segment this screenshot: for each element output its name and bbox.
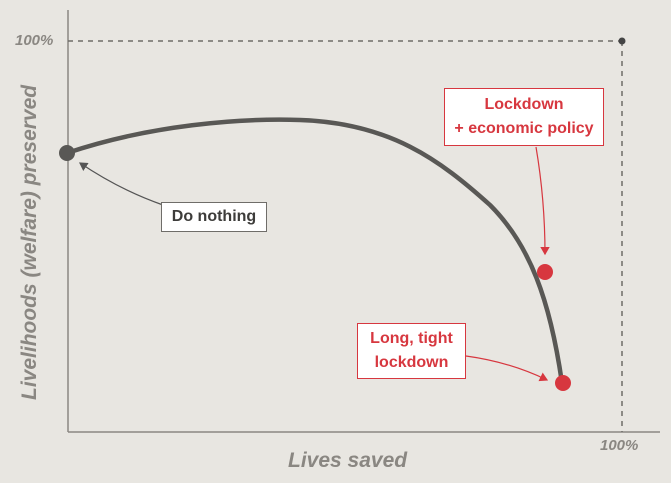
y-axis-label: Livelihoods (welfare) preserved bbox=[18, 84, 41, 400]
tight-lockdown-label: Long, tight lockdown bbox=[357, 323, 466, 379]
tight-lockdown-point bbox=[555, 375, 571, 391]
lockdown-policy-label: Lockdown + economic policy bbox=[444, 88, 604, 146]
lockdown-policy-point bbox=[537, 264, 553, 280]
do-nothing-point bbox=[59, 145, 75, 161]
x-axis-label: Lives saved bbox=[288, 449, 408, 472]
tight-lockdown-line-2: lockdown bbox=[374, 354, 449, 371]
x-max-label: 100% bbox=[600, 437, 639, 454]
lockdown-policy-line-2: + economic policy bbox=[454, 120, 594, 137]
lockdown-policy-line-1: Lockdown bbox=[484, 96, 564, 113]
lockdown-policy-arrow bbox=[535, 146, 550, 256]
frontier-curve bbox=[64, 117, 565, 386]
tight-lockdown-line-1: Long, tight bbox=[370, 330, 453, 347]
do-nothing-arrow bbox=[79, 162, 164, 206]
tight-lockdown-arrow bbox=[465, 355, 549, 382]
max-corner-dot bbox=[618, 37, 626, 45]
do-nothing-label: Do nothing bbox=[161, 202, 267, 232]
y-max-label: 100% bbox=[15, 32, 54, 49]
do-nothing-text: Do nothing bbox=[171, 208, 257, 225]
